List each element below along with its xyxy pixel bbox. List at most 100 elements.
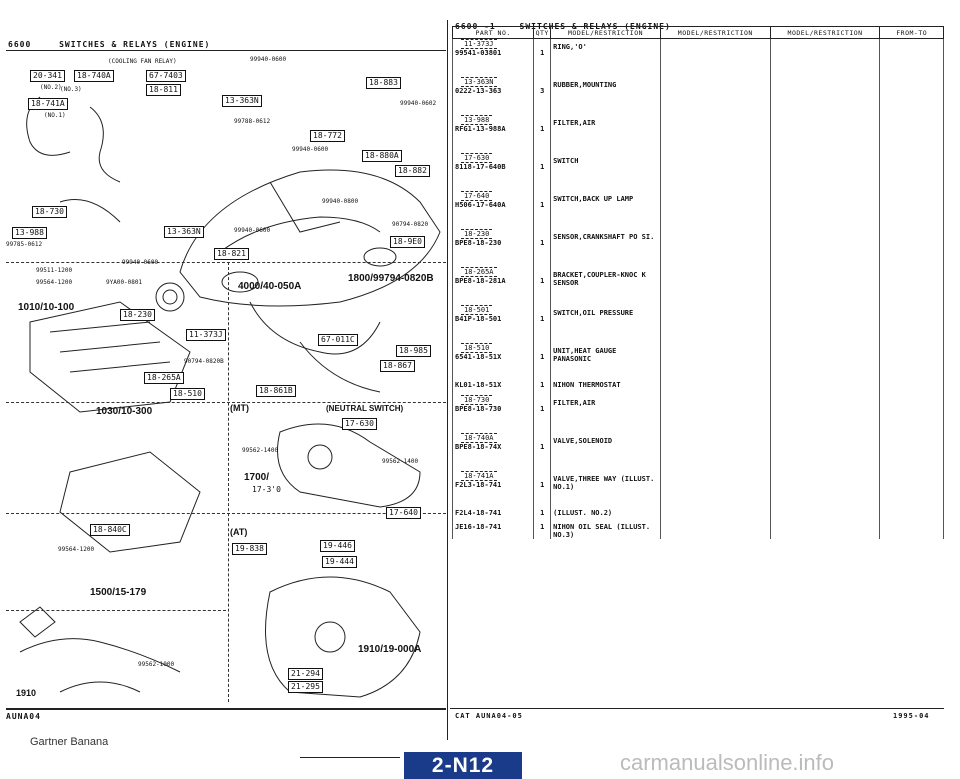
part-tag: 18-730 [32,206,67,218]
empty-cell [879,191,944,229]
qty-value: 1 [540,201,545,209]
col-header: MODEL/RESTRICTION [550,26,661,39]
qty-cell: 1 [533,191,552,229]
empty-cell [879,433,944,471]
page-badge: 2-N12 [404,752,522,779]
left-header-code: 6600 [8,40,32,49]
empty-cell [659,381,771,395]
empty-cell [879,267,944,305]
qty-cell: 1 [533,115,552,153]
qty-cell: 1 [533,153,552,191]
ref-number: 13-988 [461,115,493,125]
col-header: MODEL/RESTRICTION [659,26,771,39]
watermark-left: Gartner Banana [30,736,109,748]
qty-value: 1 [540,163,545,171]
part-tag: 18-265A [144,372,184,384]
qty-cell: 1 [533,433,552,471]
empty-cell [659,433,771,471]
section-divider [6,513,446,514]
part-number: BPE8-18-230 [455,239,502,247]
part-number: BPE8-18-74X [455,443,502,451]
description-value: VALVE,SOLENOID [553,437,613,445]
ref-number: 17-630 [461,153,493,163]
bolt-label: 99940-0600 [250,56,287,63]
section-heading-at: (AT) [230,527,248,537]
part-number: B41P-18-501 [455,315,502,323]
part-tag: 67-7403 [146,70,186,82]
empty-cell [769,191,881,229]
bolt-label: 99785-0612 [6,241,43,248]
part-tag: 18-9E0 [390,236,425,248]
empty-cell [659,77,771,115]
qty-value: 1 [540,523,545,531]
footer-right-cat: CAT AUNA04-05 [455,712,523,720]
description-value: FILTER,AIR [553,399,596,407]
description-value: RING,'O' [553,43,587,51]
part-tag: 21-295 [288,681,323,693]
qty-value: 1 [540,481,545,489]
qty-value: 1 [540,125,545,133]
ref-number: 13-363N [461,77,497,87]
bolt-label: 99940-0602 [400,100,437,107]
empty-cell [769,229,881,267]
part-tag: 18-867 [380,360,415,372]
part-tag: 18-882 [395,165,430,177]
part-tag: 18-811 [146,84,181,96]
part-number: 6541-18-51X [455,353,502,361]
empty-cell [879,395,944,433]
ref-number: 18-265A [461,267,497,277]
part-number: F2L3-18-741 [455,481,502,489]
bolt-label: 99562-1400 [382,458,419,465]
part-number: JE16-18-741 [455,523,502,531]
part-number-cell: JE16-18-741 [451,523,535,539]
part-tag: 18-740A [74,70,114,82]
part-tag: 18-880A [362,150,402,162]
part-tag: 18-821 [214,248,249,260]
bolt-label: 90794-0820B [184,358,224,365]
ref-number: 18-501 [461,305,493,315]
parts-table: PART NO. QTY MODEL/RESTRICTION MODEL/RES… [451,26,944,539]
ref-group-label: 1700/ [244,472,270,483]
empty-cell [879,229,944,267]
bolt-label: 99940-0600 [234,227,271,234]
qty-value: 1 [540,353,545,361]
part-tag: 13-363N [164,226,204,238]
empty-cell [659,153,771,191]
empty-cell [659,471,771,509]
ref-1910-label: 1910 [16,688,37,698]
qty-value: 1 [540,405,545,413]
empty-cell [879,509,944,523]
description-cell: RING,'O' [550,38,661,77]
description-value: SWITCH [553,157,579,165]
description-value: FILTER,AIR [553,119,596,127]
ref-group-label: 1030/10-300 [96,406,153,417]
empty-cell [769,509,881,523]
qty-value: 1 [540,381,545,389]
col-header: FROM-TO [879,26,944,39]
empty-cell [659,509,771,523]
bolt-label: 99562-1000 [138,661,175,668]
bolt-label: 99564-1200 [58,546,95,553]
description-cell: UNIT,HEAT GAUGE PANASONIC [550,343,661,381]
empty-cell [879,77,944,115]
part-tag: 17-640 [386,507,421,519]
description-cell: FILTER,AIR [550,395,661,433]
empty-cell [879,343,944,381]
part-tag: 18-741A [28,98,68,110]
part-tag: 13-363N [222,95,262,107]
description-value: SWITCH,BACK UP LAMP [553,195,634,203]
